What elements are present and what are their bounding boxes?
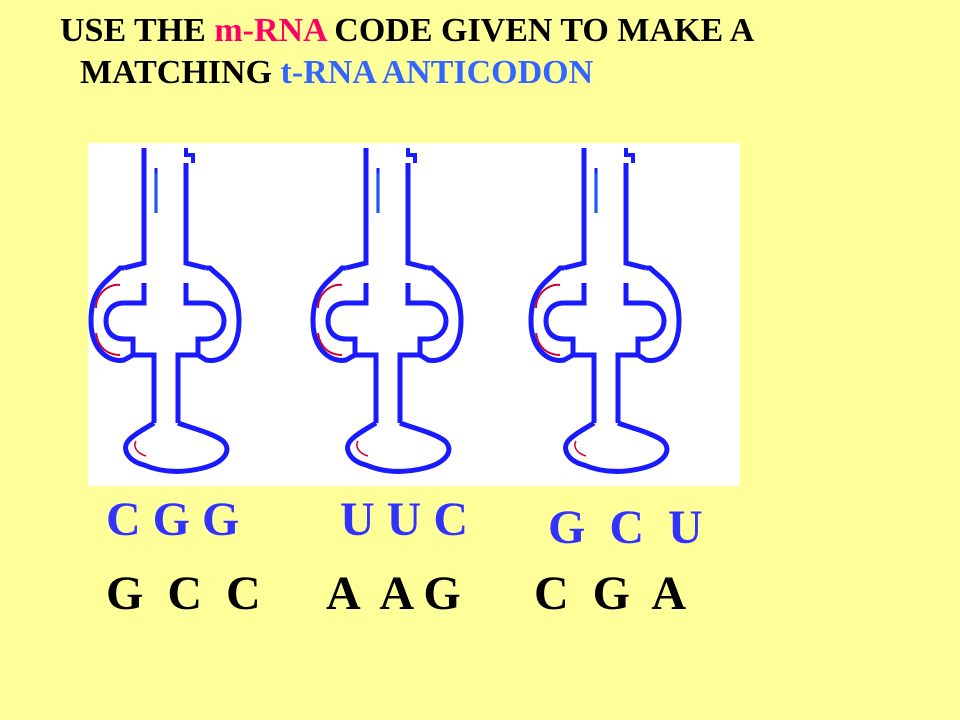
mrna-codon-3: C G A: [534, 567, 687, 620]
trna-molecule-2: [313, 148, 461, 471]
title-line2-prefix: MATCHING: [80, 54, 281, 91]
instruction-title: USE THE m-RNA CODE GIVEN TO MAKE A MATCH…: [60, 10, 940, 94]
title-line-2: MATCHING t-RNA ANTICODON: [60, 52, 940, 94]
mrna-codon-2: A A G: [326, 567, 461, 620]
trna-diagram-panel: [88, 143, 740, 486]
anticodon-2: U U C: [340, 493, 468, 546]
title-suffix: CODE GIVEN TO MAKE A: [325, 12, 755, 49]
anticodon-1: C G G: [106, 493, 240, 546]
mrna-keyword: m-RNA: [214, 12, 326, 49]
trna-diagram: [88, 143, 740, 486]
trna-keyword: t-RNA ANTICODON: [280, 54, 594, 91]
trna-molecule-3: [531, 148, 679, 471]
anticodon-3: G C U: [548, 501, 703, 554]
mrna-codon-1: G C C: [106, 567, 261, 620]
title-prefix: USE THE: [60, 12, 215, 49]
trna-molecule-1: [91, 148, 239, 471]
